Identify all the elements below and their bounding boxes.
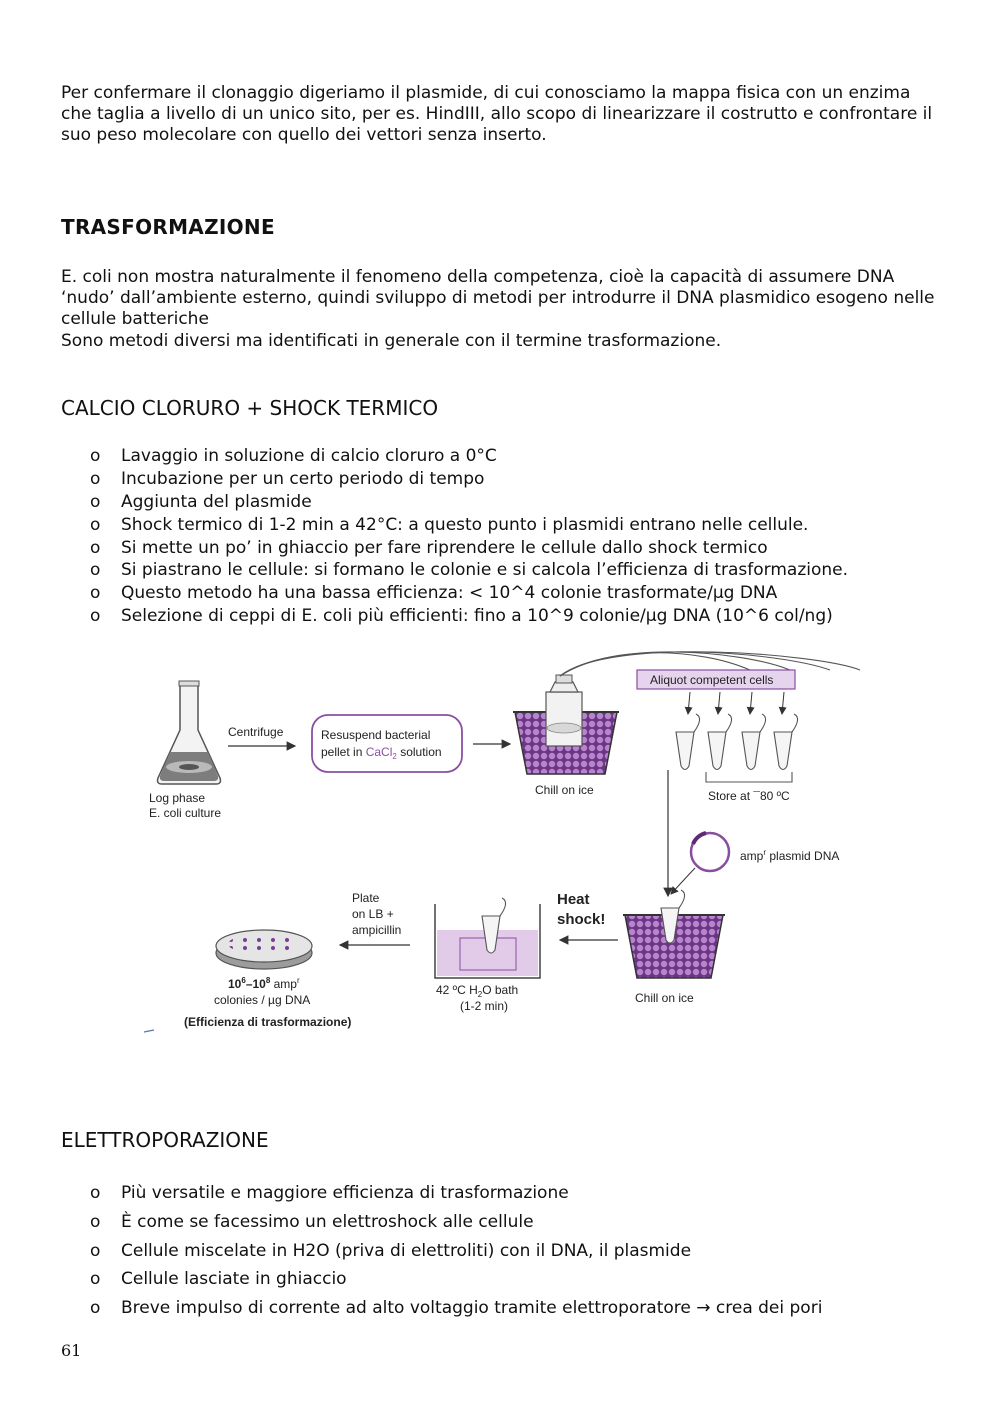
- elettro-steps-list: o Più versatile e maggiore efficienza di …: [90, 1179, 822, 1323]
- store-bracket: [705, 772, 793, 783]
- intro-paragraph: Per confermare il clonaggio digeriamo il…: [61, 83, 933, 145]
- bullet-marker: o: [90, 468, 101, 489]
- bullet-marker: o: [90, 560, 101, 581]
- list-item: o Questo metodo ha una bassa efficienza: …: [90, 582, 848, 605]
- colonies-label-2: colonies / µg DNA: [214, 993, 310, 1007]
- list-item: o Incubazione per un certo periodo di tem…: [90, 468, 848, 491]
- list-item: o Più versatile e maggiore efficienza di …: [90, 1179, 822, 1208]
- list-item-text: Si piastrano le cellule: si formano le c…: [121, 560, 848, 581]
- section-title-trasformazione: TRASFORMAZIONE: [61, 215, 275, 239]
- list-item: o Breve impulso di corrente ad alto volta…: [90, 1294, 822, 1323]
- calcio-steps-list: o Lavaggio in soluzione di calcio cloruro…: [90, 445, 848, 628]
- list-item: o Selezione di ceppi di E. coli più effic…: [90, 605, 848, 628]
- bullet-marker: o: [90, 1211, 101, 1232]
- list-item-text: È come se facessimo un elettroshock alle…: [121, 1211, 534, 1232]
- bullet-marker: o: [90, 1298, 101, 1319]
- chill-on-ice-label-2: Chill on ice: [635, 991, 694, 1005]
- list-item: o Cellule lasciate in ghiaccio: [90, 1265, 822, 1294]
- list-item-text: Breve impulso di corrente ad alto voltag…: [121, 1298, 823, 1319]
- list-item: o Lavaggio in soluzione di calcio cloruro…: [90, 445, 848, 468]
- plasmid-label: ampr plasmid DNA: [740, 848, 839, 863]
- petri-dish-icon: [215, 929, 313, 970]
- trasformazione-paragraph: E. coli non mostra naturalmente il fenom…: [61, 267, 935, 329]
- list-item: o Aggiunta del plasmide: [90, 491, 848, 514]
- efficienza-label: (Efficienza di trasformazione): [184, 1015, 351, 1029]
- list-item: o Shock termico di 1-2 min a 42°C: a ques…: [90, 514, 848, 537]
- aliquot-label: Aliquot competent cells: [650, 673, 773, 687]
- bullet-marker: o: [90, 1183, 101, 1203]
- aliquot-label-box: [636, 669, 796, 690]
- transformation-diagram: Log phase E. coli culture Centrifuge Res…: [143, 651, 861, 1033]
- water-bath-icon: [434, 897, 541, 979]
- bath-label: 42 ºC H2O bath: [436, 983, 518, 999]
- trasformazione-paragraph-2: Sono metodi diversi ma identificati in g…: [61, 331, 722, 351]
- list-item: o Cellule miscelate in H2O (priva di elet…: [90, 1237, 822, 1266]
- bullet-marker: o: [90, 1240, 101, 1261]
- plasmid-icon: [689, 831, 731, 873]
- list-item-text: Cellule lasciate in ghiaccio: [121, 1269, 347, 1290]
- plate-label: Plate: [352, 891, 380, 905]
- resuspend-box: [311, 714, 463, 773]
- list-item-text: Questo metodo ha una bassa efficienza: <…: [121, 583, 778, 604]
- list-item: o Si piastrano le cellule: si formano le …: [90, 559, 848, 582]
- heat-shock-label-2: shock!: [557, 911, 605, 928]
- ice-bucket-icon: [513, 674, 619, 775]
- bullet-marker: o: [90, 446, 101, 466]
- list-item: o Si mette un po’ in ghiaccio per fare ri…: [90, 537, 848, 560]
- list-item-text: Aggiunta del plasmide: [121, 491, 312, 512]
- bullet-marker: o: [90, 491, 101, 512]
- section-title-calcio-cloruro: CALCIO CLORURO + SHOCK TERMICO: [61, 396, 439, 420]
- bath-time-label: (1-2 min): [460, 999, 508, 1013]
- tube-icon: [675, 731, 793, 771]
- bullet-marker: o: [90, 606, 101, 627]
- centrifuge-label: Centrifuge: [228, 725, 284, 739]
- plate-label-3: ampicillin: [352, 923, 401, 937]
- list-item-text: Shock termico di 1-2 min a 42°C: a quest…: [121, 514, 809, 535]
- resuspend-label-2: pellet in CaCl2 solution: [321, 745, 442, 761]
- page-number: 61: [61, 1341, 82, 1360]
- list-item-text: Cellule miscelate in H2O (priva di elett…: [121, 1240, 692, 1261]
- chill-on-ice-label: Chill on ice: [535, 783, 594, 797]
- bullet-marker: o: [90, 1269, 101, 1290]
- resuspend-label: Resuspend bacterial: [321, 728, 430, 742]
- plate-label-2: on LB +: [352, 907, 394, 921]
- list-item-text: Selezione di ceppi di E. coli più effici…: [121, 606, 833, 627]
- bullet-marker: o: [90, 537, 101, 558]
- bullet-marker: o: [90, 514, 101, 535]
- plasmid-arrow: [670, 867, 696, 895]
- list-item-text: Più versatile e maggiore efficienza di t…: [121, 1183, 569, 1203]
- bullet-marker: o: [90, 583, 101, 604]
- list-item: o È come se facessimo un elettroshock all…: [90, 1208, 822, 1237]
- list-item-text: Si mette un po’ in ghiaccio per fare rip…: [121, 537, 768, 558]
- list-item-text: Incubazione per un certo periodo di temp…: [121, 468, 485, 489]
- heat-shock-label: Heat: [557, 891, 590, 908]
- store-label: Store at ¯80 ºC: [708, 789, 790, 803]
- log-phase-label-2: E. coli culture: [149, 806, 221, 820]
- ice-bucket-icon: [623, 889, 725, 979]
- log-phase-label: Log phase: [149, 791, 205, 805]
- list-item-text: Lavaggio in soluzione di calcio cloruro …: [121, 446, 497, 466]
- erlenmeyer-flask-icon: [156, 680, 222, 785]
- stray-mark: [143, 1029, 155, 1033]
- colonies-label: 106–108 ampr: [228, 976, 300, 991]
- section-title-elettroporazione: ELETTROPORAZIONE: [61, 1128, 269, 1152]
